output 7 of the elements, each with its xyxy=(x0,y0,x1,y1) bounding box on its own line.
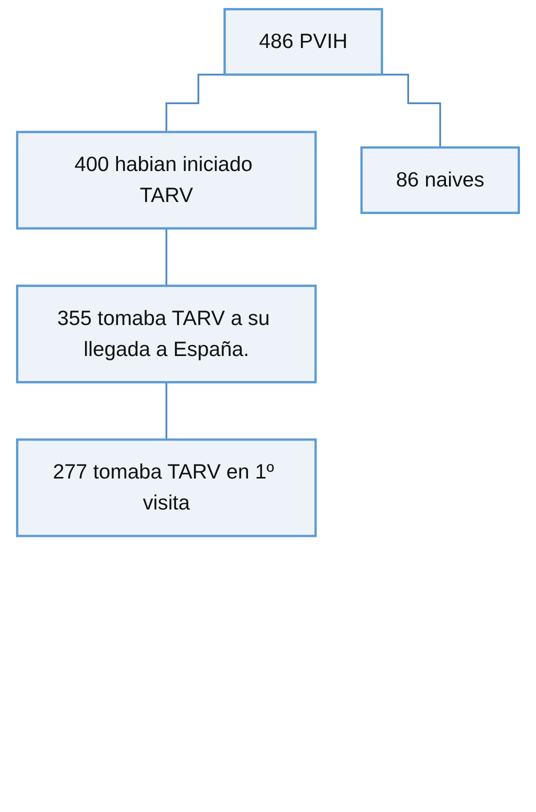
node-box: 277 tomaba TARV en 1º visita xyxy=(16,438,317,538)
node-box: 86 naives xyxy=(360,146,520,214)
node-box: 355 tomaba TARV a su llegada a España. xyxy=(16,284,317,384)
connector xyxy=(166,381,168,440)
connector xyxy=(166,228,168,287)
node-box: 486 PVIH xyxy=(223,8,384,76)
node-box: 400 habian iniciado TARV xyxy=(16,130,317,230)
